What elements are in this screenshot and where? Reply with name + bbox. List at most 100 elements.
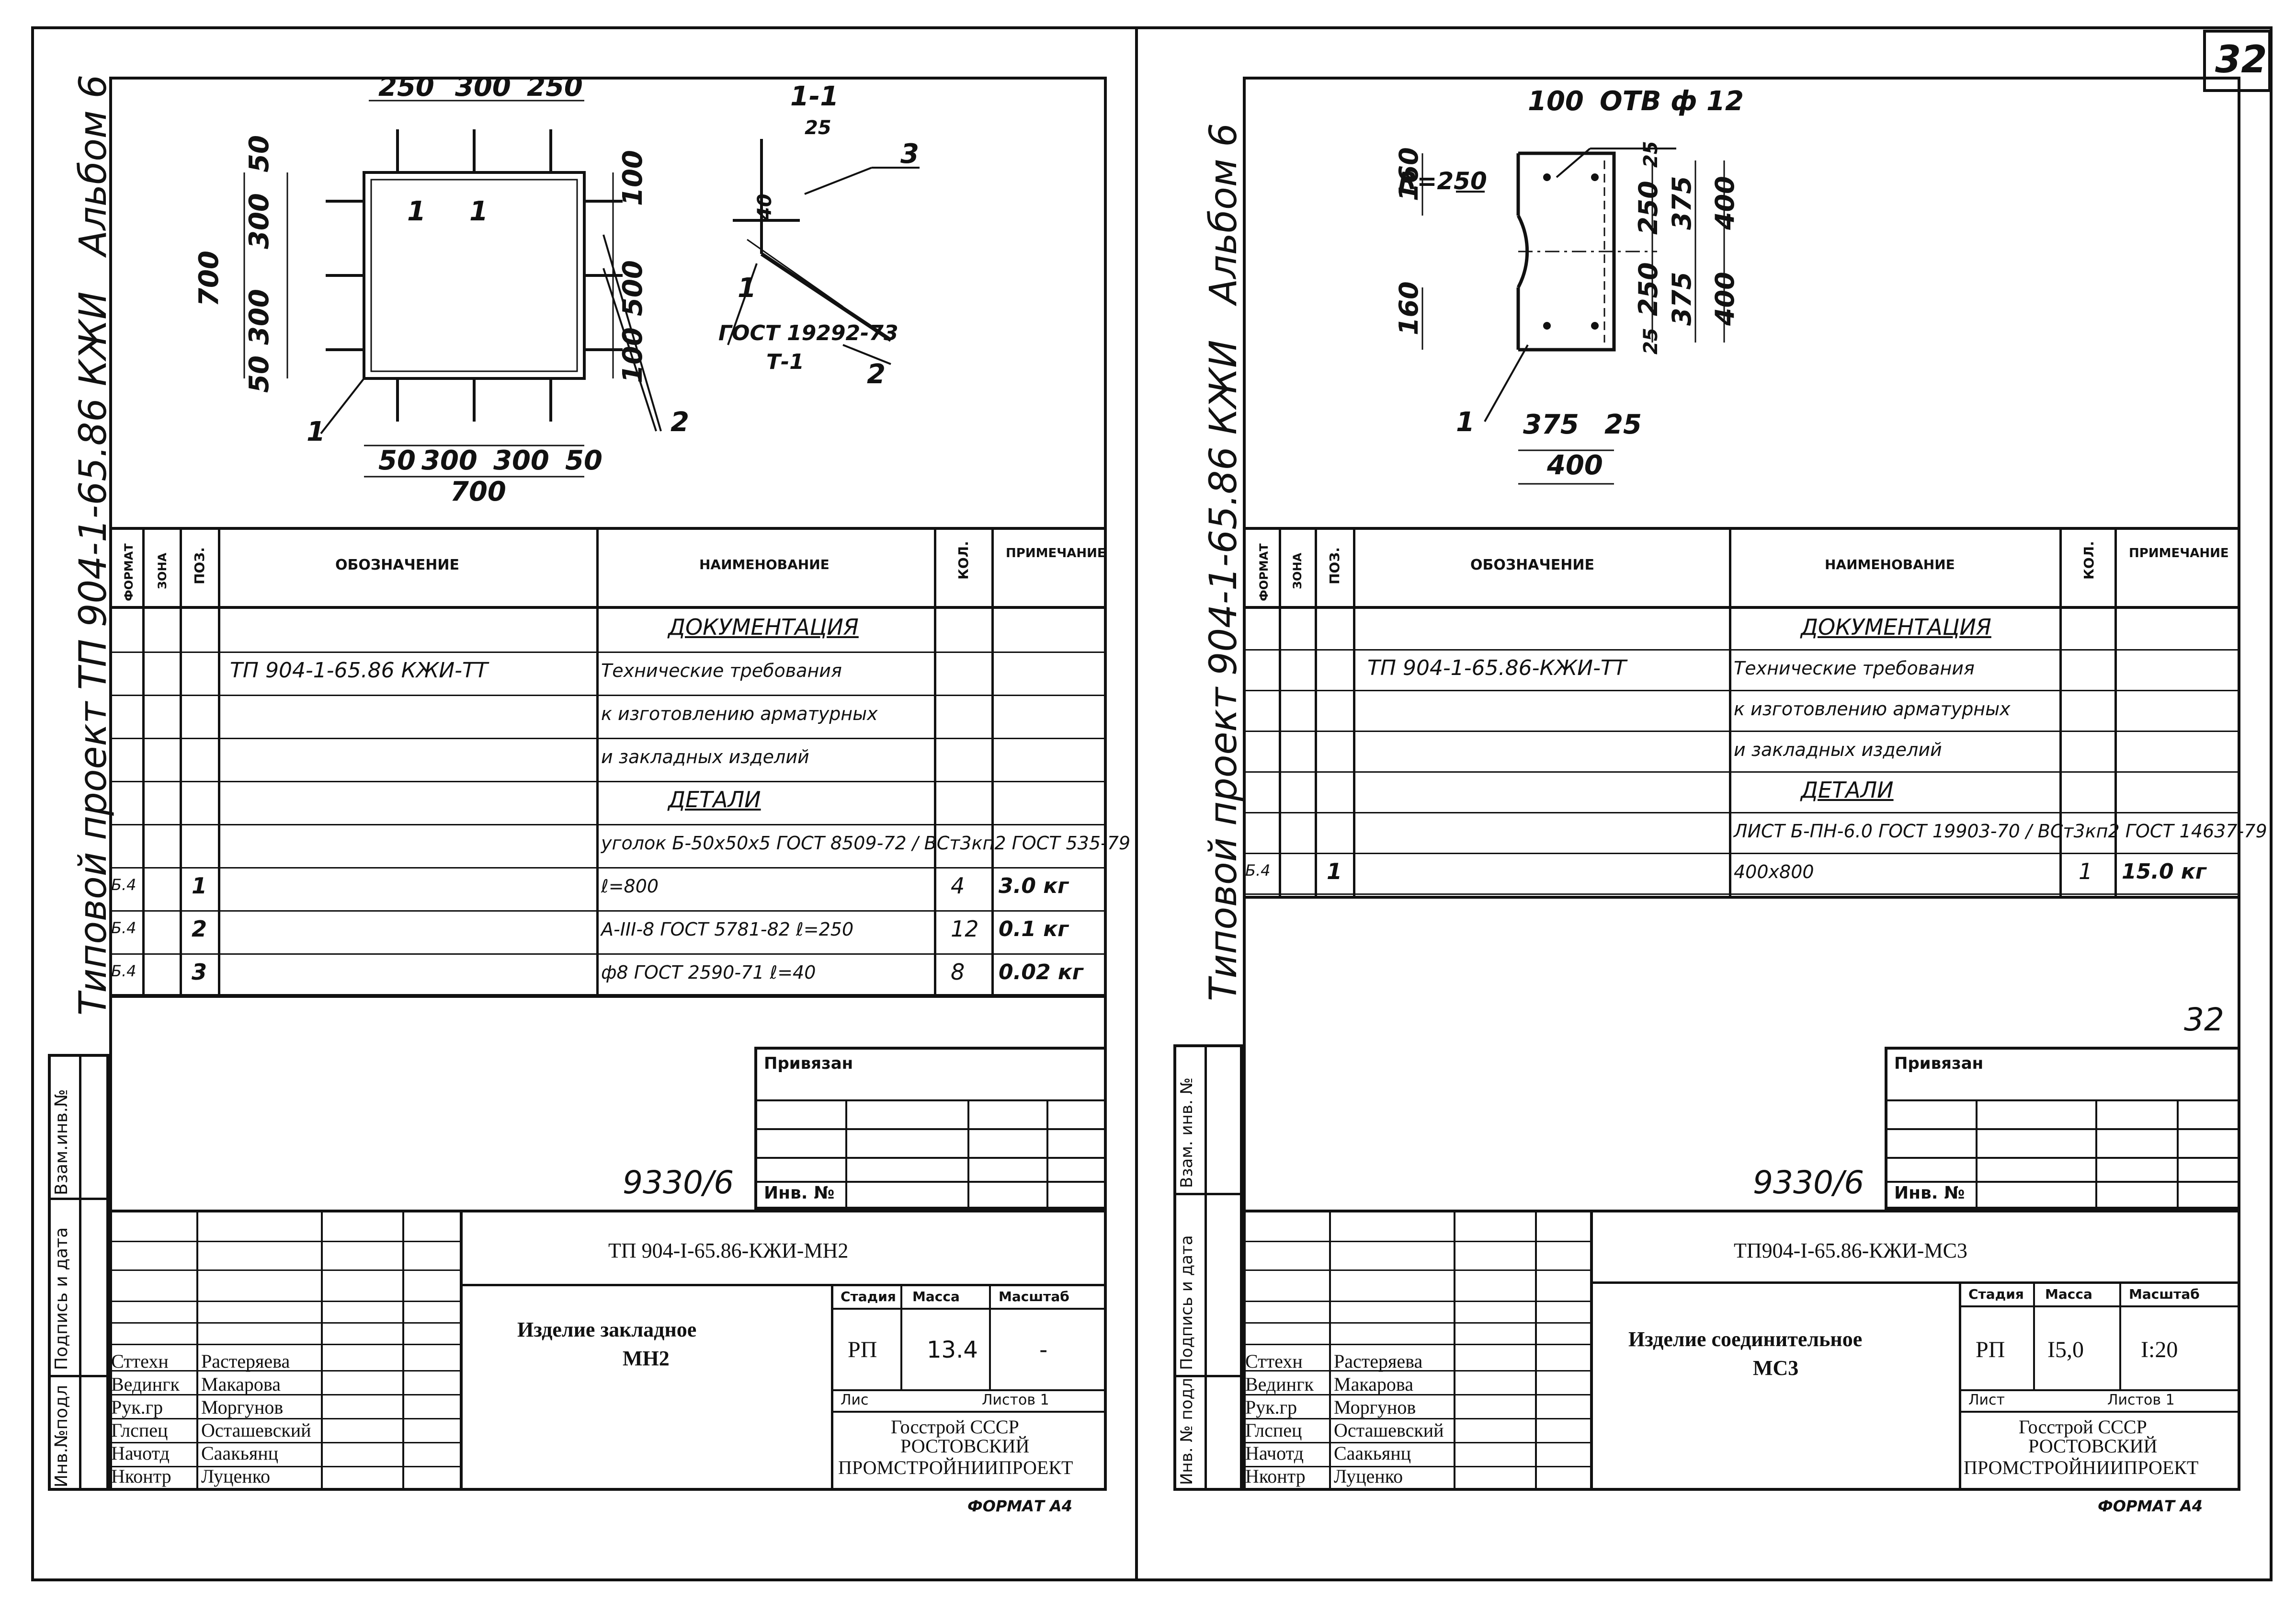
section-marker-2: 1 (469, 196, 488, 227)
tb-row (1243, 1301, 1590, 1302)
tb-col (196, 1210, 198, 1491)
dim-left-160-bottom: 160 (1394, 281, 1424, 335)
person-name: Саакьянц (201, 1442, 279, 1464)
binding-divider (1173, 1375, 1243, 1377)
person-name: Растеряева (1334, 1350, 1423, 1372)
spec-format: Б.4 (111, 876, 136, 894)
outer-border-left (31, 26, 34, 1581)
right-mass: I5,0 (2047, 1337, 2084, 1362)
section-note: ГОСТ 19292-73 (718, 321, 898, 345)
tb-col (1329, 1210, 1331, 1491)
spec-name: ДЕТАЛИ (1801, 777, 1894, 803)
spec-position: 1 (192, 873, 207, 899)
right-sheet-label: Лист (1968, 1392, 2005, 1408)
left-mass: 13.4 (927, 1337, 978, 1363)
privyazan-col (2177, 1099, 2179, 1210)
dim-bottom-total: 700 (450, 476, 506, 507)
section-callout-3: 3 (900, 138, 919, 170)
right-sheet-mark: 32 (2184, 1001, 2224, 1038)
tb-col (2033, 1281, 2035, 1390)
person-role: Глспец (1245, 1419, 1302, 1441)
spec-name: и закладных изделий (1734, 739, 1942, 760)
dim-left-total: 700 (193, 251, 225, 307)
person-name: Моргунов (1334, 1396, 1416, 1418)
table-row-rule (109, 652, 1107, 653)
dim-r-25-top: 25 (1640, 141, 1662, 168)
right-stage-label: Стадия (1968, 1286, 2024, 1302)
spec-quantity: 8 (951, 959, 965, 985)
left-scale: - (1039, 1337, 1048, 1363)
tb-col (1454, 1210, 1455, 1491)
right-mass-label: Масса (2045, 1286, 2092, 1302)
header-designation-r: ОБОЗНАЧЕНИЕ (1470, 557, 1594, 573)
left-item-mark: МН2 (623, 1347, 670, 1370)
table-row-rule (1243, 853, 2240, 854)
section-callout-1: 1 (738, 273, 756, 304)
spec-name: к изготовлению арматурных (601, 703, 878, 724)
spec-quantity: 1 (2079, 858, 2093, 884)
header-qty: КОЛ. (955, 541, 971, 580)
callout-1: 1 (307, 416, 325, 447)
right-binding-label-1: Инв. № подл (1177, 1378, 1196, 1485)
person-role: Начотд (1245, 1442, 1304, 1464)
spec-name: ДЕТАЛИ (668, 787, 761, 812)
dim-left-3: 50 (244, 135, 275, 172)
person-role: Глспец (111, 1419, 168, 1441)
header-format: ФОРМАТ (122, 543, 136, 601)
dim-top: 100 (1528, 86, 1584, 117)
spec-name: ф8 ГОСТ 2590-71 ℓ=40 (601, 962, 816, 983)
person-role: Сттехн (1245, 1350, 1303, 1372)
table-row-rule (109, 910, 1107, 912)
person-name: Осташевский (1334, 1419, 1444, 1441)
section-note2: Т-1 (766, 350, 804, 374)
dim-r-375-bottom: 375 (1667, 272, 1697, 326)
right-privyazan-label: Привязан (1894, 1054, 1984, 1073)
table-rule (109, 606, 1107, 609)
table-row-rule (1243, 731, 2240, 732)
left-binding-strip (48, 1054, 109, 1491)
left-scale-label: Масштаб (999, 1289, 1069, 1304)
table-rule (1243, 527, 2240, 530)
left-org1: Госстрой СССР (891, 1416, 1019, 1438)
spec-name: уголок Б-50х50х5 ГОСТ 8509-72 / ВСт3кп2 … (601, 833, 1131, 854)
spec-position: 1 (1327, 858, 1342, 884)
header-pos-r: ПОЗ. (1327, 547, 1342, 584)
dim-bottom-total-right: 400 (1546, 450, 1603, 481)
privyazan-rule (1885, 1157, 2240, 1159)
privyazan-rule (754, 1128, 1107, 1130)
left-org3: ПРОМСТРОЙНИИПРОЕКТ (838, 1457, 1073, 1478)
tb-rule (1243, 1210, 2240, 1212)
outer-border-right (2270, 26, 2273, 1581)
right-inv-label: Инв. № (1894, 1183, 1965, 1203)
table-row-rule (109, 824, 1107, 825)
dim-r-400-top: 400 (1710, 176, 1740, 230)
spec-name: Технические требования (601, 660, 842, 681)
table-col (1353, 527, 1355, 896)
spec-name: 400х800 (1734, 861, 1814, 882)
right-org1: Госстрой СССР (2019, 1416, 2147, 1438)
left-binding-label-2: Подпись и дата (52, 1227, 71, 1370)
person-name: Луценко (201, 1465, 271, 1487)
tb-row (1959, 1411, 2240, 1413)
table-row-rule (109, 738, 1107, 739)
plate-edge (1518, 151, 1616, 352)
table-col (1279, 527, 1281, 896)
tb-col (402, 1210, 404, 1491)
dim-r-25-bottom: 25 (1640, 328, 1662, 354)
spec-quantity: 4 (951, 873, 965, 899)
binding-divider (48, 1375, 109, 1377)
dim-left-160-top: 160 (1394, 147, 1424, 201)
tb-row (109, 1269, 460, 1271)
privyazan-col (2095, 1099, 2097, 1210)
binding-divider (48, 1198, 109, 1200)
dim-left-2: 300 (244, 289, 275, 345)
tb-row (1243, 1344, 1590, 1345)
dim-bottom-4: 50 (565, 445, 602, 476)
spec-format: Б.4 (111, 919, 136, 937)
header-format-r: ФОРМАТ (1257, 543, 1271, 601)
dim-top-1: 250 (378, 77, 434, 103)
dim-right-2: 500 (617, 260, 648, 316)
left-item-name: Изделие закладное (517, 1318, 697, 1341)
tb-row (109, 1466, 460, 1467)
tb-row (109, 1394, 460, 1395)
